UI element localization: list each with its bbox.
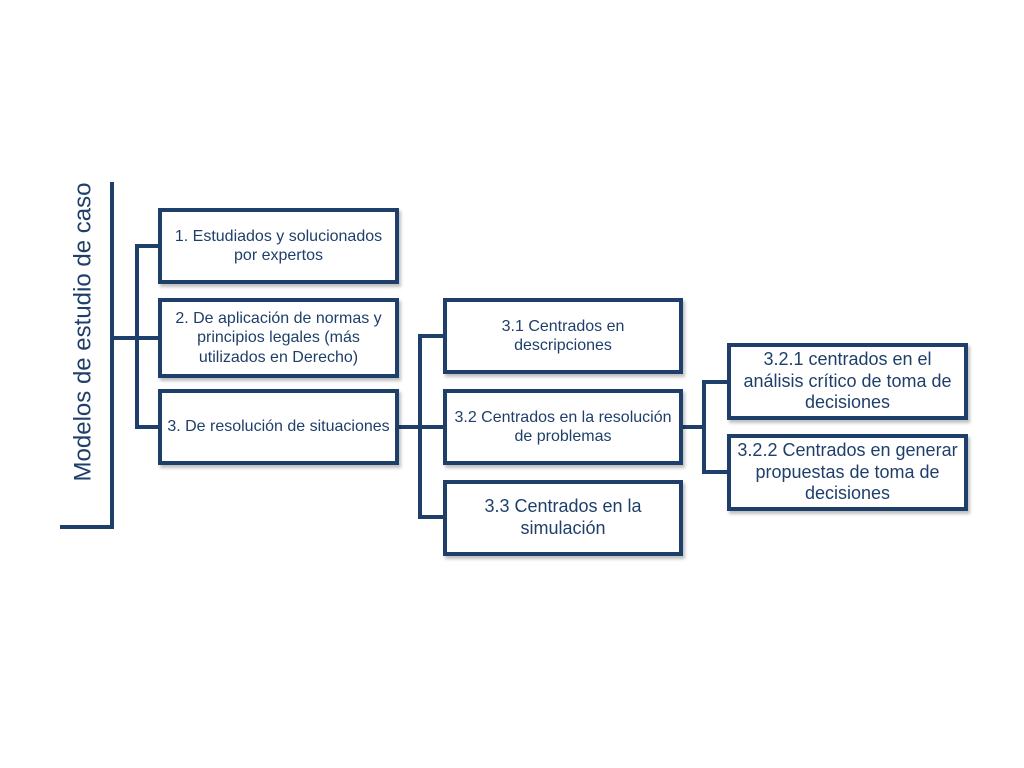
diagram-title-text: Modelos de estudio de caso xyxy=(69,182,96,482)
node-1-box: 1. Estudiados y solucionados por experto… xyxy=(158,208,399,284)
node-3-2-1-box: 3.2.1 centrados en el análisis crítico d… xyxy=(727,343,968,420)
node-2-label: 2. De aplicación de normas y principios … xyxy=(175,310,382,366)
node-3-3-label: 3.3 Centrados en la simulación xyxy=(484,496,642,538)
node-3-2-label: 3.2 Centrados en la resolución de proble… xyxy=(454,408,672,445)
node-3-3-box: 3.3 Centrados en la simulación xyxy=(443,480,683,556)
node-3-1-label: 3.1 Centrados en descripciones xyxy=(501,317,625,354)
node-2-box: 2. De aplicación de normas y principios … xyxy=(158,298,399,378)
node-3-label: 3. De resolución de situaciones xyxy=(167,418,390,436)
node-3-2-1-label: 3.2.1 centrados en el análisis crítico d… xyxy=(743,349,952,413)
node-3-2-2-label: 3.2.2 Centrados en generar propuestas de… xyxy=(737,440,958,504)
node-3-box: 3. De resolución de situaciones xyxy=(158,389,399,465)
diagram-title: Modelos de estudio de caso xyxy=(58,182,108,482)
node-3-2-2-box: 3.2.2 Centrados en generar propuestas de… xyxy=(727,434,968,511)
node-1-label: 1. Estudiados y solucionados por experto… xyxy=(174,227,383,264)
root-bracket xyxy=(60,182,114,529)
node-3-1-box: 3.1 Centrados en descripciones xyxy=(443,298,683,374)
node-3-2-box: 3.2 Centrados en la resolución de proble… xyxy=(443,389,683,465)
